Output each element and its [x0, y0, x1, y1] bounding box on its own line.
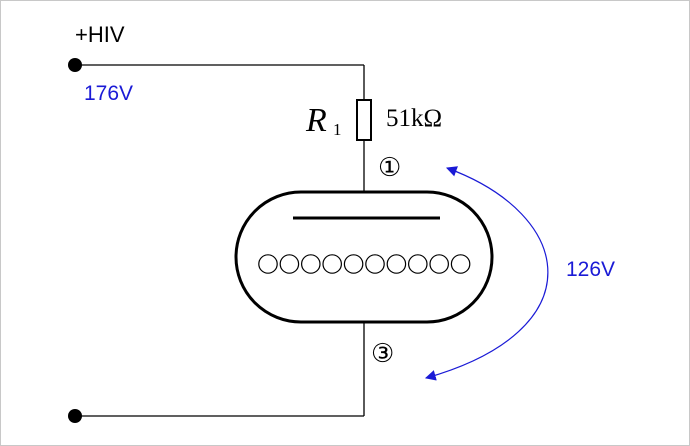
resistor-symbol: R: [305, 102, 327, 139]
tube-voltage: 126V: [566, 258, 615, 281]
resistor-subscript: 1: [333, 120, 342, 139]
heater-circle: [343, 254, 364, 274]
heater-circle: [429, 254, 449, 274]
heater-circle: [450, 254, 471, 274]
heater-circle: [407, 254, 428, 274]
heater-circle: [386, 254, 407, 274]
pin-top-label: ①: [378, 152, 401, 182]
heater-circle: [365, 254, 385, 274]
heater-circle: [300, 254, 321, 274]
resistor-r1: [356, 99, 372, 141]
supply-voltage: 176V: [84, 82, 133, 105]
voltage-arrow: [424, 166, 549, 381]
heater-circle: [279, 254, 300, 274]
heater-circle: [322, 254, 342, 274]
pin-bottom-label: ③: [371, 338, 394, 368]
resistor-value: 51kΩ: [386, 105, 442, 132]
heater-circle: [258, 254, 278, 274]
supply-label: +HIV: [75, 22, 125, 47]
